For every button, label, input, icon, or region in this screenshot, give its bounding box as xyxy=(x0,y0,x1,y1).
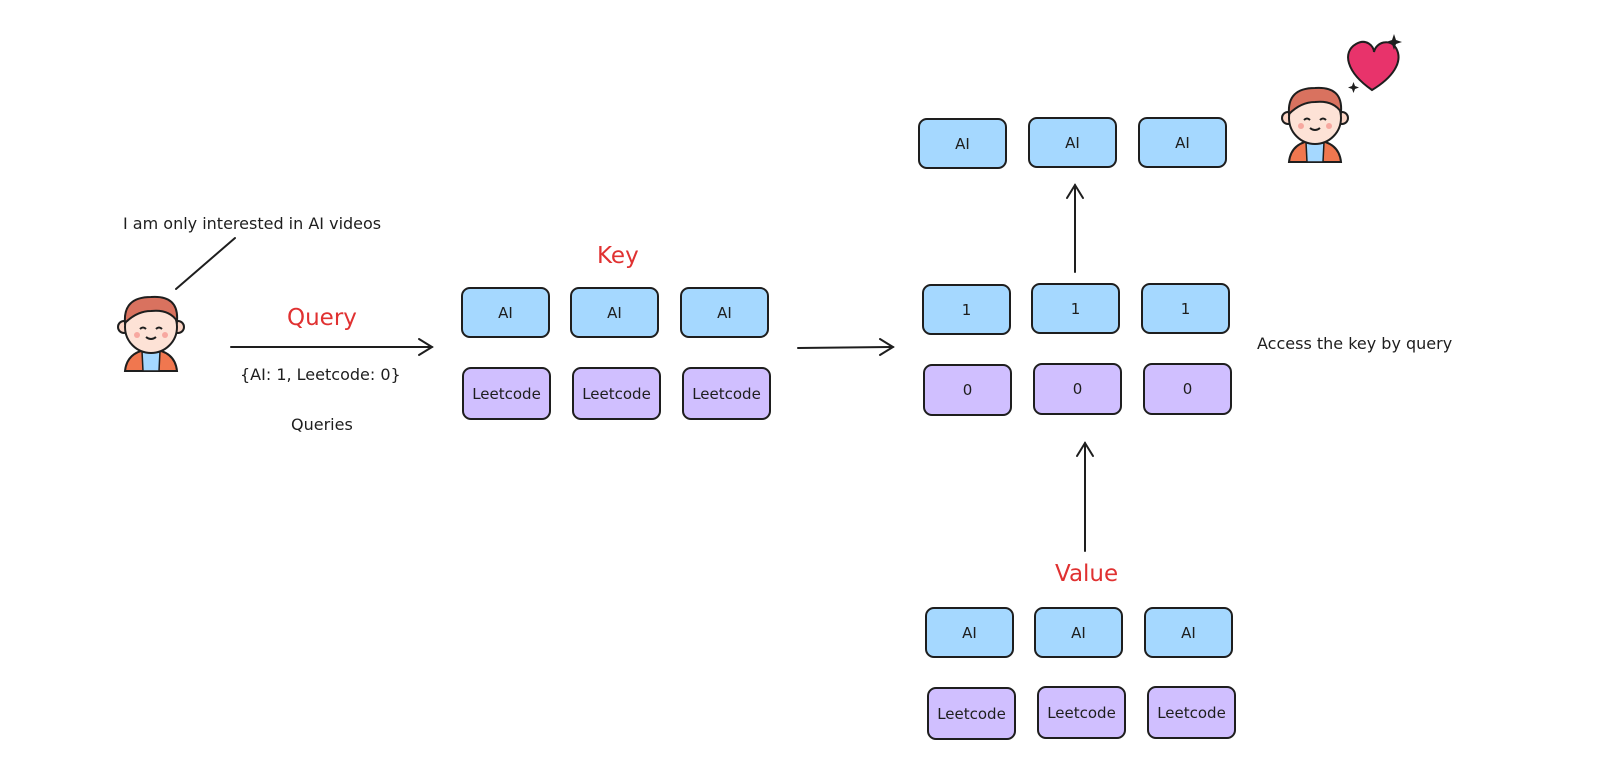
value-leetcode-box: Leetcode xyxy=(1147,686,1236,739)
value-title: Value xyxy=(1055,561,1119,587)
key-ai-box: AI xyxy=(680,287,769,338)
access-note: Access the key by query xyxy=(1257,334,1453,353)
score-one-box: 1 xyxy=(922,284,1011,335)
result-ai-box: AI xyxy=(1138,117,1227,168)
score-zero-box: 0 xyxy=(1143,363,1232,415)
score-zero-box: 0 xyxy=(1033,363,1122,415)
value-ai-box: AI xyxy=(1034,607,1123,658)
value-ai-box: AI xyxy=(1144,607,1233,658)
key-leetcode-box: Leetcode xyxy=(572,367,661,420)
value-to-scores-arrow xyxy=(1076,441,1094,552)
query-caption: Queries xyxy=(291,415,353,434)
sparkle-icon xyxy=(1348,82,1359,93)
person-icon xyxy=(1281,86,1349,163)
score-one-box: 1 xyxy=(1031,283,1120,334)
query-arrow xyxy=(230,338,434,356)
query-title: Query xyxy=(287,305,357,331)
score-zero-box: 0 xyxy=(923,364,1012,416)
key-leetcode-box: Leetcode xyxy=(682,367,771,420)
heart-icon xyxy=(1347,40,1400,92)
sparkle-icon xyxy=(1386,34,1402,50)
speech-text: I am only interested in AI videos xyxy=(123,214,382,233)
key-title: Key xyxy=(597,243,639,269)
query-value: {AI: 1, Leetcode: 0} xyxy=(240,365,401,384)
speech-connector xyxy=(175,237,236,290)
value-leetcode-box: Leetcode xyxy=(927,687,1016,740)
key-ai-box: AI xyxy=(570,287,659,338)
score-one-box: 1 xyxy=(1141,283,1230,334)
scores-to-result-arrow xyxy=(1066,183,1084,273)
key-ai-box: AI xyxy=(461,287,550,338)
result-ai-box: AI xyxy=(1028,117,1117,168)
value-leetcode-box: Leetcode xyxy=(1037,686,1126,739)
result-ai-box: AI xyxy=(918,118,1007,169)
person-icon xyxy=(117,295,185,372)
key-to-scores-arrow xyxy=(797,338,895,356)
value-ai-box: AI xyxy=(925,607,1014,658)
key-leetcode-box: Leetcode xyxy=(462,367,551,420)
